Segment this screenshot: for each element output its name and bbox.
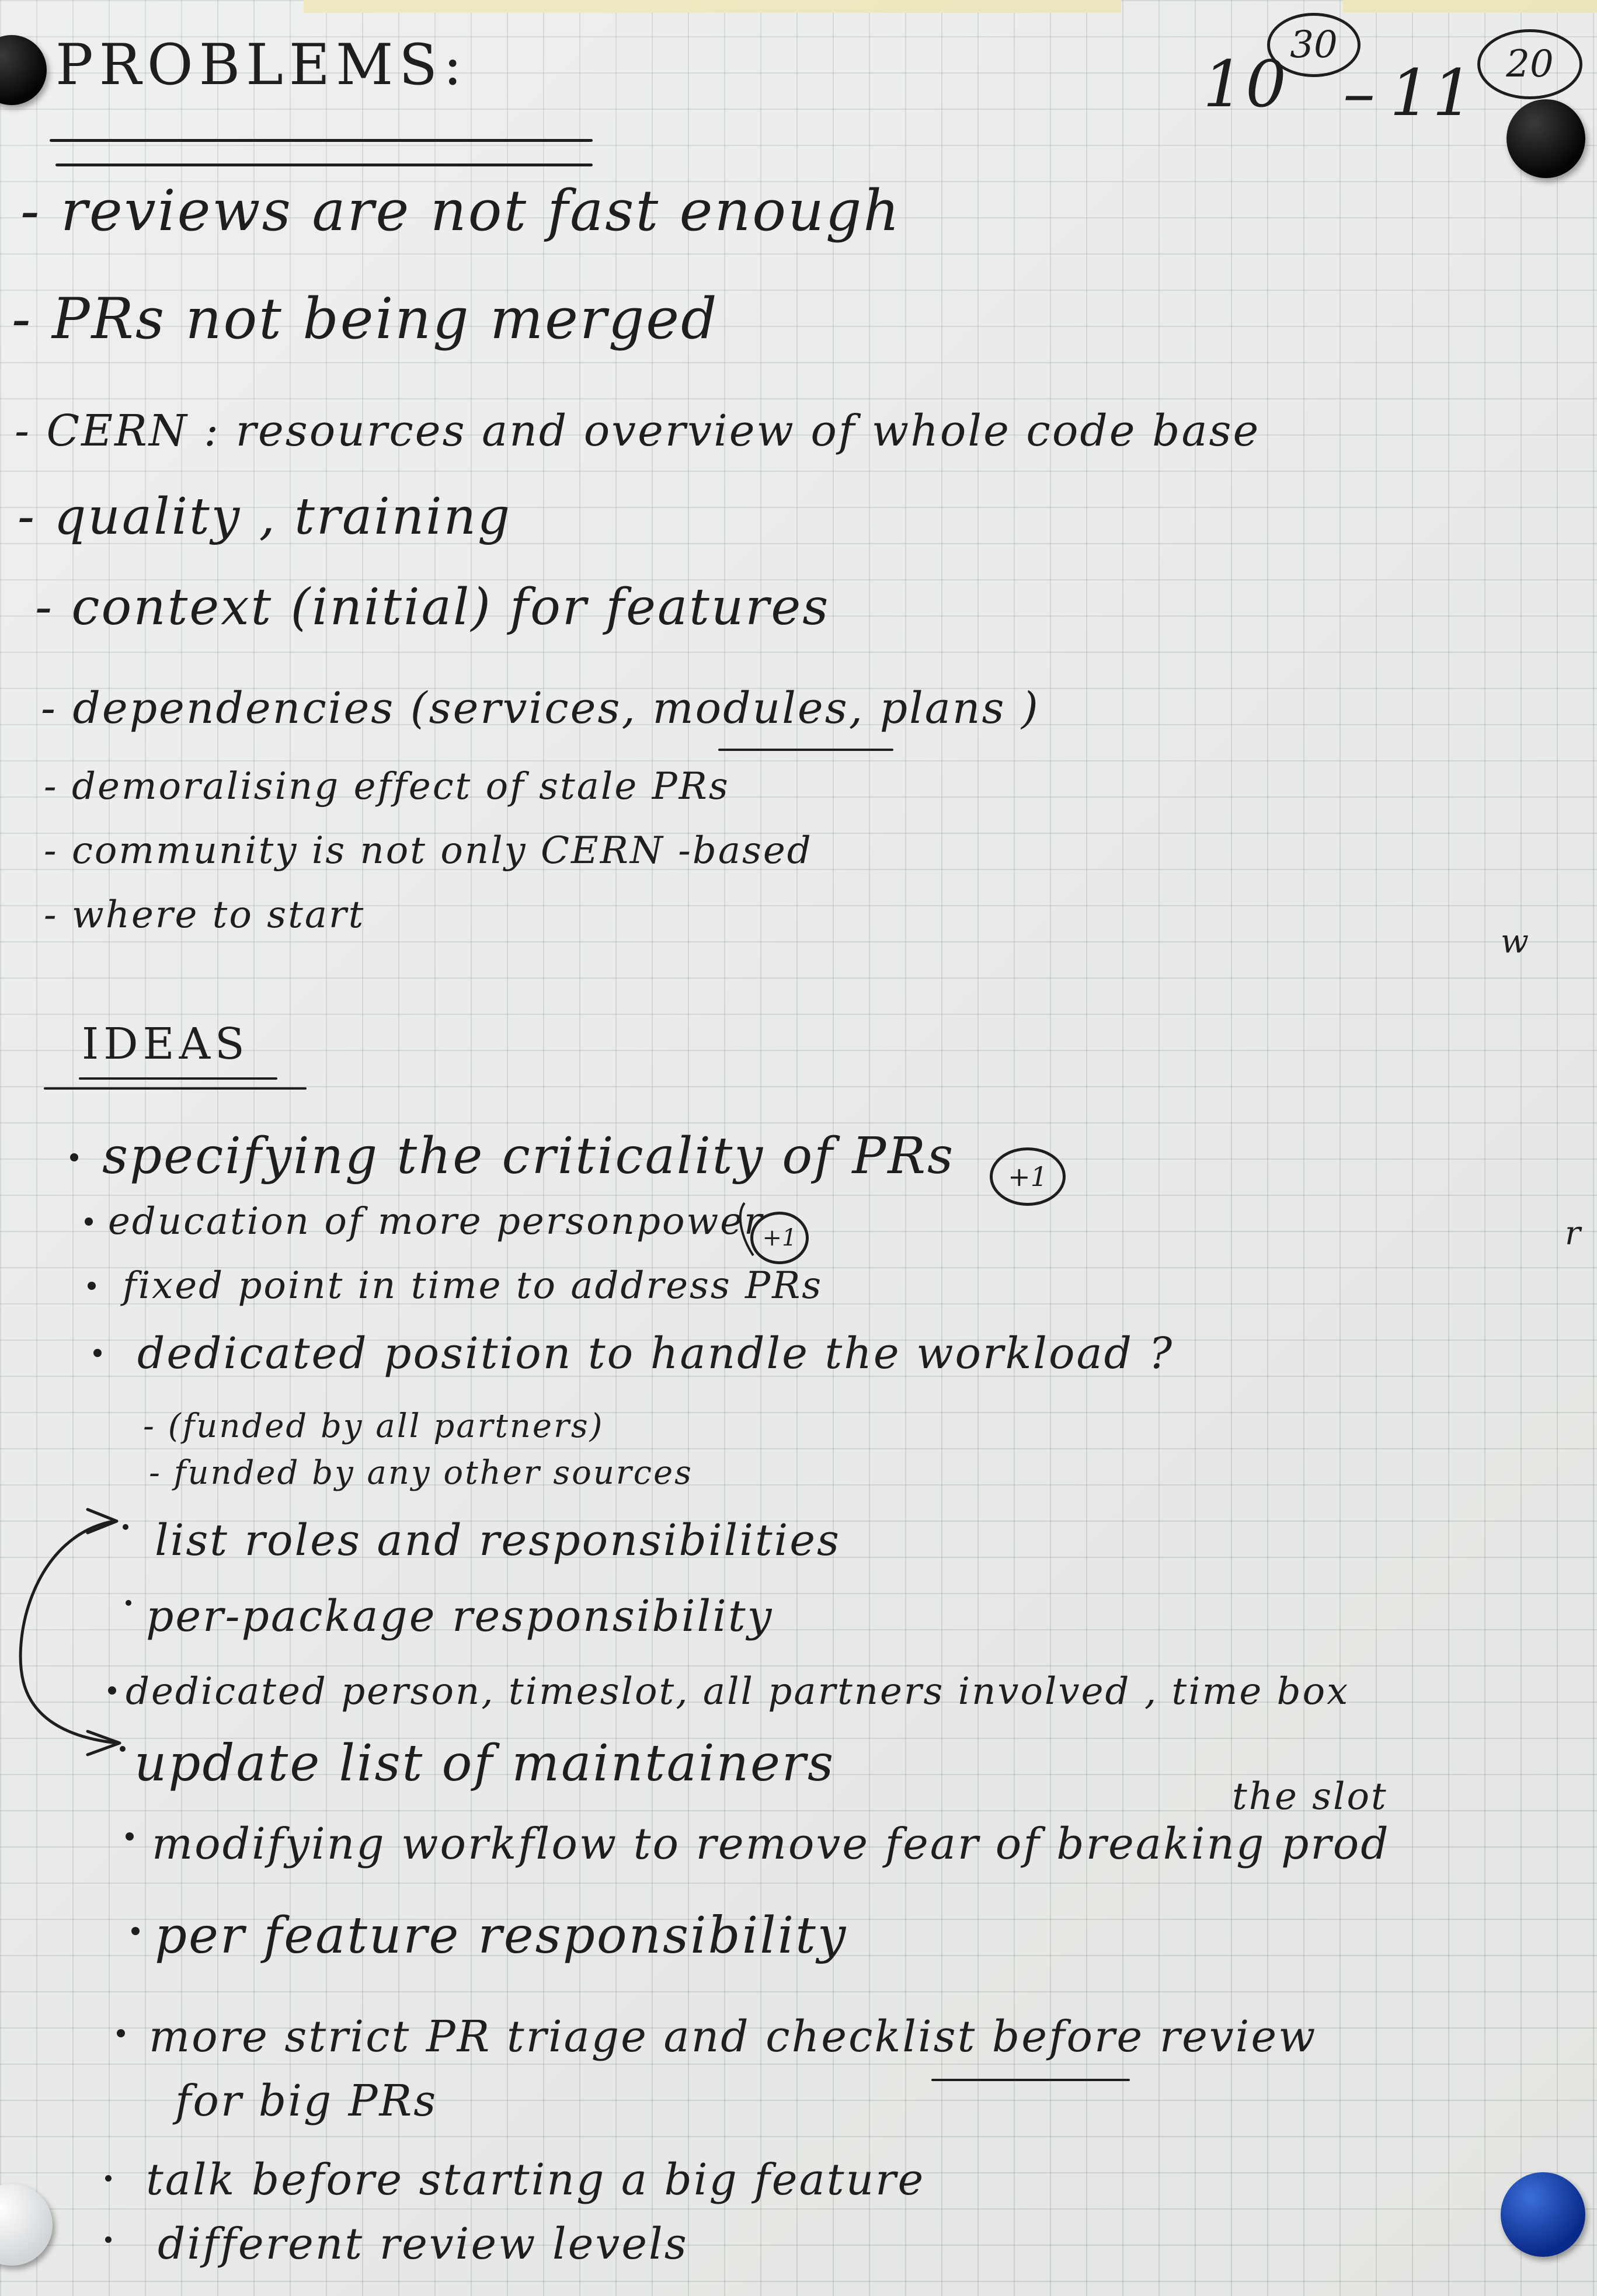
bullet xyxy=(85,1217,93,1226)
bullet xyxy=(117,2029,125,2037)
magnet-top-right xyxy=(1506,99,1585,178)
bullet xyxy=(105,2236,112,2243)
bullet xyxy=(70,1153,78,1161)
ideas-underline-1 xyxy=(79,1077,277,1080)
problem-item: - where to start xyxy=(44,893,366,937)
vote-badge: +1 xyxy=(990,1147,1066,1206)
problem-item: - quality , training xyxy=(18,488,512,546)
idea-item: specifying the criticality of PRs xyxy=(102,1127,955,1185)
bullet xyxy=(131,1927,140,1935)
magnet-bottom-right xyxy=(1501,2172,1585,2257)
idea-item: more strict PR triage and checklist befo… xyxy=(149,2012,1317,2062)
problem-item: - PRs not being merged xyxy=(12,286,719,352)
idea-item: fixed point in time to address PRs xyxy=(123,1264,823,1307)
vote-badge: +1 xyxy=(750,1212,809,1264)
tape-strip xyxy=(304,0,1121,13)
bullet xyxy=(108,1686,116,1695)
ideas-underline-2 xyxy=(44,1087,307,1090)
problem-item: - CERN : resources and overview of whole… xyxy=(15,406,1261,456)
bullet xyxy=(105,2175,112,2182)
idea-item: per-package responsibility xyxy=(146,1591,774,1641)
bullet xyxy=(88,1282,96,1290)
problem-item: - context (initial) for features xyxy=(35,578,830,636)
bullet xyxy=(120,1746,126,1752)
idea-item: modifying workflow to remove fear of bre… xyxy=(152,1819,1390,1869)
bullet xyxy=(93,1349,102,1357)
idea-continuation: for big PRs xyxy=(175,2076,438,2126)
margin-mark: r xyxy=(1565,1215,1582,1253)
bullet xyxy=(126,1832,134,1841)
modules-underline xyxy=(718,749,893,751)
idea-item: per feature responsibility xyxy=(155,1907,848,1965)
tape-strip-right xyxy=(1343,0,1597,13)
idea-subitem: - (funded by all partners) xyxy=(143,1407,604,1445)
idea-item: different review levels xyxy=(158,2219,688,2269)
idea-continuation: the slot xyxy=(1232,1775,1388,1818)
idea-item: dedicated position to handle the workloa… xyxy=(137,1328,1174,1379)
idea-item: talk before starting a big feature xyxy=(146,2155,926,2205)
time-end-minutes: 20 xyxy=(1477,29,1582,99)
idea-subitem: - funded by any other sources xyxy=(149,1454,693,1492)
title-underline-1 xyxy=(50,139,593,142)
problem-item: - demoralising effect of stale PRs xyxy=(44,765,730,808)
time-end-hour: 11 xyxy=(1390,55,1475,130)
bullet xyxy=(123,1524,128,1530)
idea-item: education of more personpower xyxy=(108,1200,764,1243)
problem-item: - reviews are not fast enough xyxy=(20,178,902,243)
idea-item: list roles and responsibilities xyxy=(155,1515,841,1566)
time-start-minutes: 30 xyxy=(1267,13,1361,77)
time-dash: – xyxy=(1343,55,1377,130)
checklist-underline xyxy=(931,2079,1130,2081)
title-underline-2 xyxy=(55,163,593,166)
bullet xyxy=(126,1600,131,1606)
problem-item: - community is not only CERN -based xyxy=(44,829,813,872)
problem-item: - dependencies (services, modules, plans… xyxy=(41,683,1040,733)
page-title: PROBLEMS: xyxy=(55,32,468,98)
margin-mark: w xyxy=(1501,923,1530,961)
idea-item: dedicated person, timeslot, all partners… xyxy=(126,1670,1350,1713)
idea-item: update list of maintainers xyxy=(134,1734,836,1793)
ideas-heading: IDEAS xyxy=(82,1019,249,1069)
